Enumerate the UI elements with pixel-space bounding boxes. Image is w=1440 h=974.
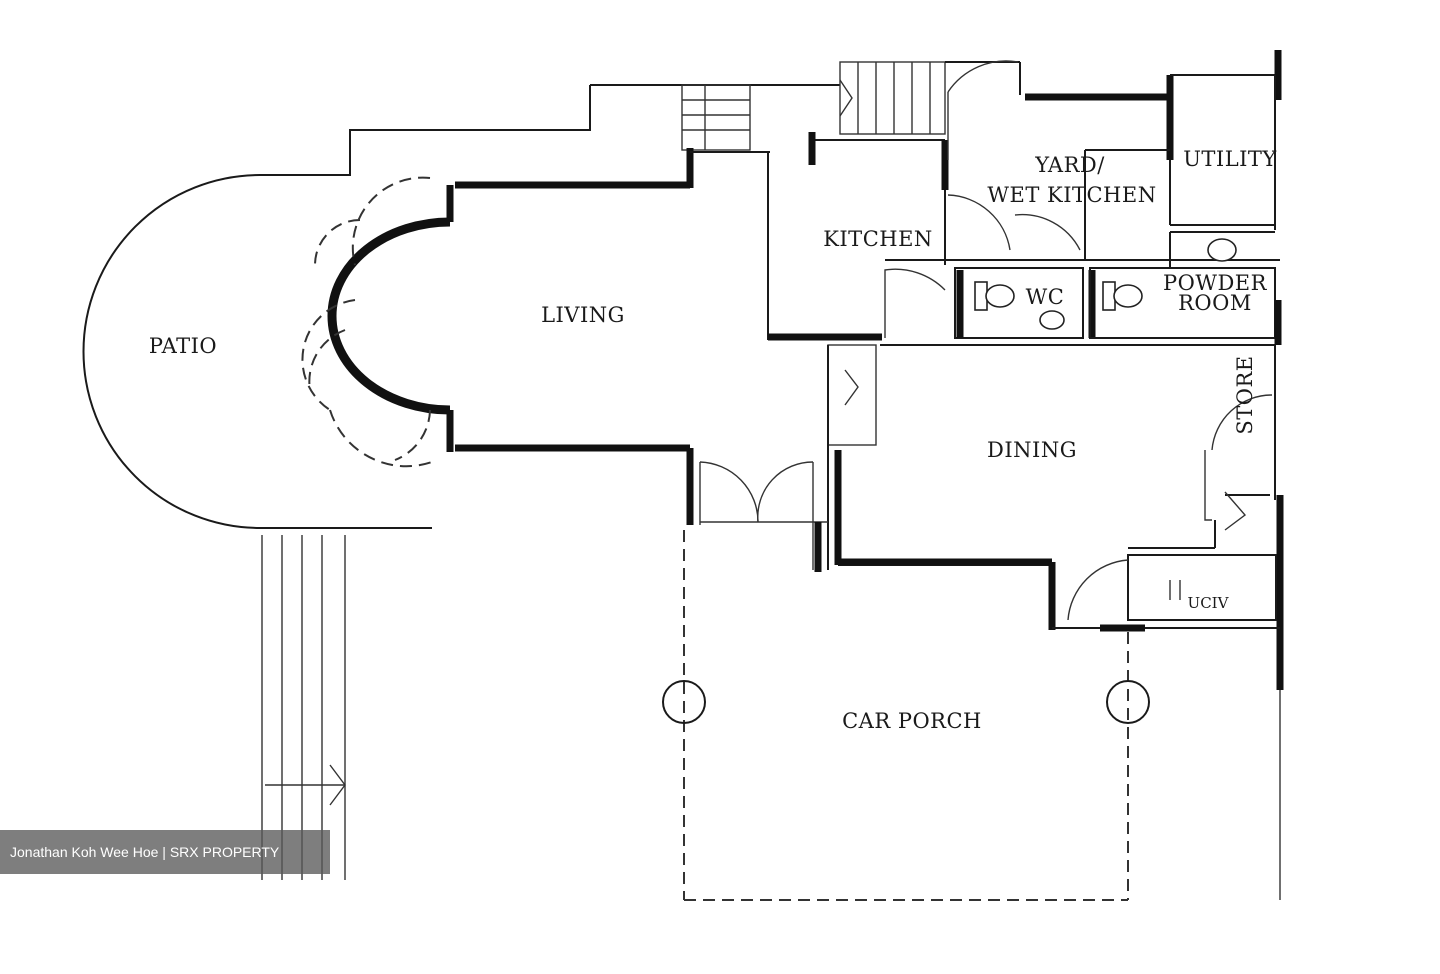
toilet-icon xyxy=(974,281,1015,311)
main-door xyxy=(699,461,828,572)
label-yard-line1: YARD/ xyxy=(1034,153,1105,177)
column-left xyxy=(662,680,706,724)
label-yard-line2: WET KITCHEN xyxy=(987,183,1156,207)
toilet-icon xyxy=(1102,281,1143,311)
yard-walls xyxy=(947,50,1282,260)
label-wc: WC xyxy=(1026,285,1065,309)
label-dining: DINING xyxy=(987,438,1077,462)
label-store: STORE xyxy=(1233,355,1257,434)
stairs-right xyxy=(839,61,1021,135)
label-powder-line2: ROOM xyxy=(1178,291,1252,315)
label-living: LIVING xyxy=(541,303,625,327)
basin-icon xyxy=(1207,238,1237,262)
living-walls xyxy=(327,148,882,525)
patio-french-doors xyxy=(301,176,433,468)
dining-walls xyxy=(827,300,1282,630)
patio-steps xyxy=(261,535,346,880)
wc-walls xyxy=(880,231,1276,346)
label-ucv: UCIV xyxy=(1188,594,1230,612)
label-car-porch: CAR PORCH xyxy=(842,709,982,733)
watermark-caption: Jonathan Koh Wee Hoe | SRX PROPERTY xyxy=(0,830,330,874)
label-kitchen: KITCHEN xyxy=(823,227,933,251)
sink-icon xyxy=(1039,310,1065,330)
car-porch-outline xyxy=(662,530,1150,901)
label-utility: UTILITY xyxy=(1183,147,1277,171)
stairs-left xyxy=(681,84,751,151)
label-powder-line1: POWDER xyxy=(1163,271,1268,295)
column-right xyxy=(1106,680,1150,724)
store-walls xyxy=(1052,491,1284,900)
label-patio: PATIO xyxy=(149,334,217,358)
